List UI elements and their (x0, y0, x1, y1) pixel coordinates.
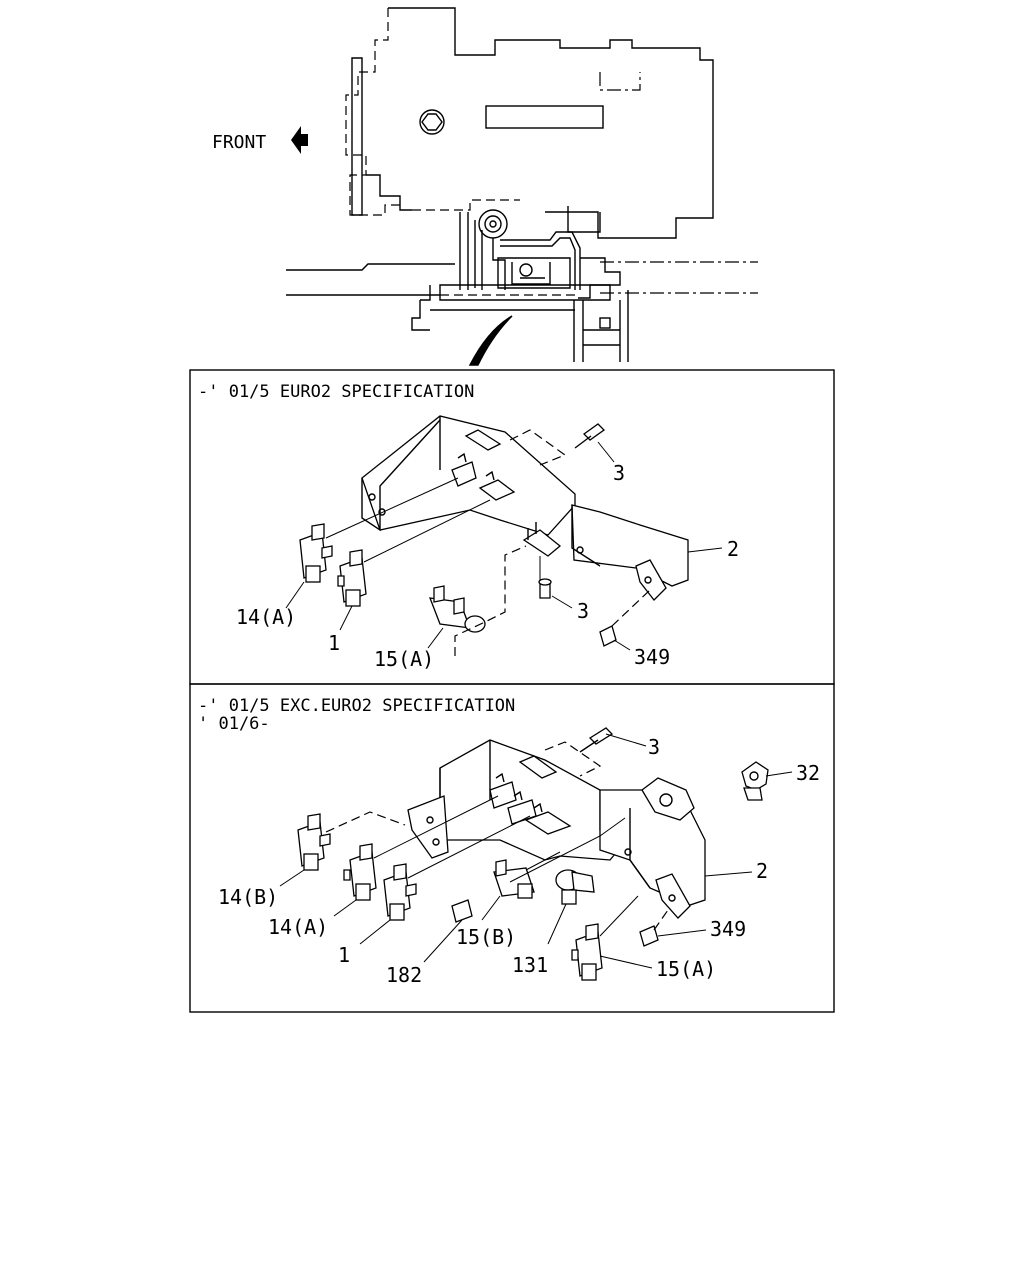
panel-exc-euro2-heading: -' 01/5 EXC.EURO2 SPECIFICATION (198, 696, 515, 716)
front-label: FRONT (212, 132, 266, 153)
callout-1: 1 (338, 943, 350, 967)
callout-2: 2 (756, 859, 768, 883)
panel-exc-euro2-leaders (279, 733, 793, 969)
callout-2: 2 (727, 537, 739, 561)
solenoid-valve-15b (493, 859, 535, 899)
callout-32: 32 (796, 761, 820, 785)
solenoid-valve-15a (429, 585, 486, 633)
panel-euro2-frame (189, 369, 835, 685)
callout-3: 3 (613, 461, 625, 485)
callout-131: 131 (512, 953, 548, 977)
callout-349: 349 (710, 917, 746, 941)
callout-14b: 14(B) (218, 885, 278, 909)
solenoid-valve-1 (337, 549, 367, 607)
panel-euro2-leaders (285, 441, 723, 651)
arrow-left-icon (291, 126, 308, 154)
solenoid-valve-15a (571, 923, 603, 981)
callout-15a: 15(A) (656, 957, 716, 981)
panel-exc-euro2-subheading: ' 01/6- (198, 714, 270, 734)
callout-182: 182 (386, 963, 422, 987)
panel-euro2-heading: -' 01/5 EURO2 SPECIFICATION (198, 382, 474, 402)
solenoid-valve-14a (299, 523, 333, 583)
callout-3: 3 (577, 599, 589, 623)
callout-3: 3 (648, 735, 660, 759)
callout-1: 1 (328, 631, 340, 655)
clip-32 (741, 761, 769, 801)
callout-15b: 15(B) (456, 925, 516, 949)
callout-14a: 14(A) (236, 605, 296, 629)
bracket-exc-euro2 (297, 727, 769, 981)
check-valve-131 (555, 869, 595, 905)
solenoid-valve-14b (297, 813, 331, 871)
engine-overview (286, 7, 758, 366)
solenoid-valve-14a (343, 843, 377, 901)
callout-349: 349 (634, 645, 670, 669)
callout-15a: 15(A) (374, 647, 434, 671)
callout-14a: 14(A) (268, 915, 328, 939)
bracket-euro2 (299, 415, 689, 656)
panel-exc-euro2-frame (189, 683, 835, 1013)
solenoid-valve-1 (383, 863, 417, 921)
